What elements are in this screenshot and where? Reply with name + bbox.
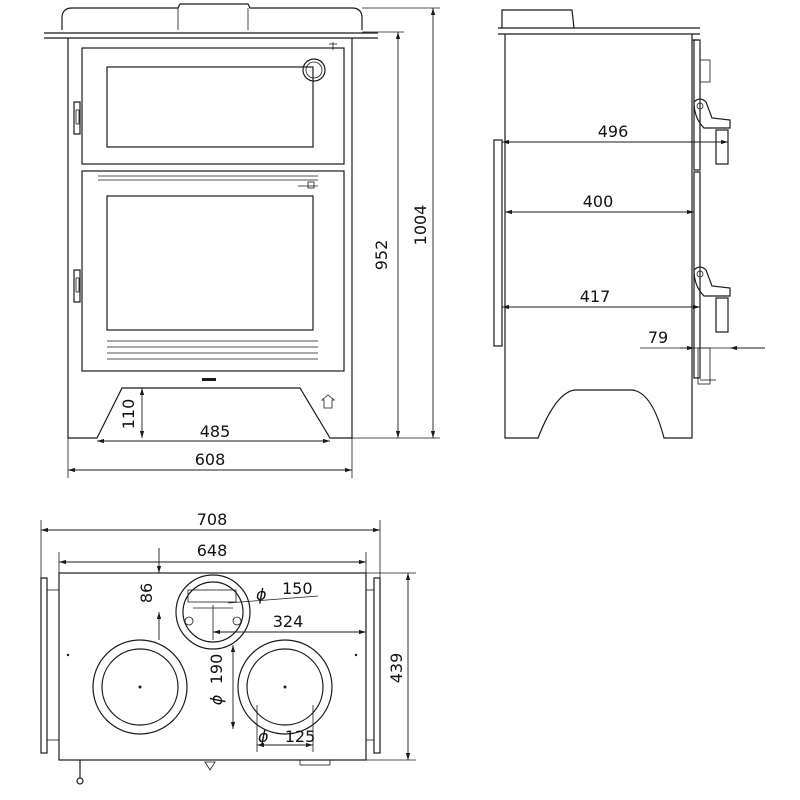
dim-324: 324: [273, 612, 304, 631]
dim-150-symbol: ϕ: [256, 585, 267, 604]
dim-496: 496: [598, 122, 629, 141]
dim-400: 400: [583, 192, 614, 211]
dim-190: 190: [207, 654, 226, 685]
dim-648: 648: [197, 541, 228, 560]
dim-708: 708: [197, 510, 228, 529]
dim-190-symbol: ϕ: [207, 694, 226, 705]
dim-79: 79: [648, 328, 668, 347]
dim-86: 86: [137, 583, 156, 603]
dim-150: 150: [282, 579, 313, 598]
dim-485: 485: [200, 422, 231, 441]
dim-439: 439: [387, 653, 406, 684]
dim-1004: 1004: [411, 205, 430, 246]
dim-125-symbol: ϕ: [258, 727, 269, 746]
dim-125: 125: [285, 727, 316, 746]
front-view: 952 1004 110 485 608: [44, 3, 440, 478]
dim-952: 952: [372, 240, 391, 271]
dim-608: 608: [195, 450, 226, 469]
dim-110: 110: [119, 399, 138, 430]
dim-417: 417: [580, 287, 611, 306]
top-view: 708 648 86 ϕ 150 324 ϕ 190 ϕ 125 439: [40, 510, 416, 785]
side-view: 496 400 417 79: [493, 9, 765, 439]
